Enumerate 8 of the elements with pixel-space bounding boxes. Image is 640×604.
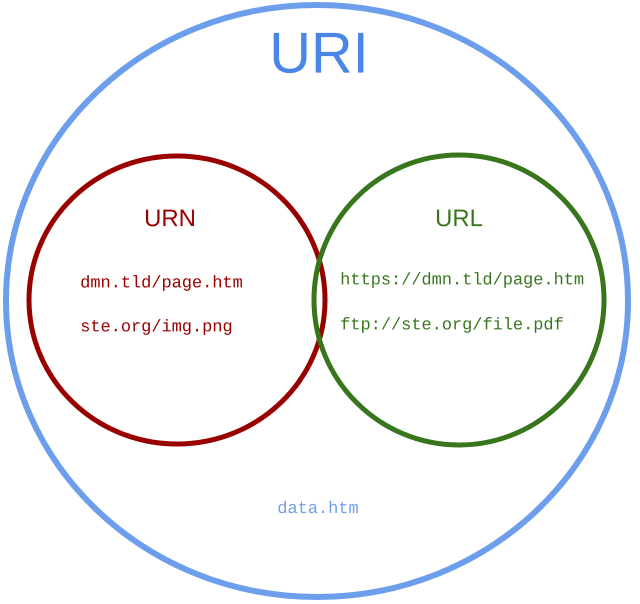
example-address: ftp://ste.org/file.pdf <box>341 317 563 333</box>
example-address: dmn.tld/page.htm <box>81 275 242 291</box>
set-title: URL <box>436 210 482 226</box>
example-address: https://dmn.tld/page.htm <box>342 272 584 288</box>
example-address: ste.org/img.png <box>82 319 232 335</box>
set-title: URN <box>146 210 194 226</box>
set-title: URI <box>274 32 364 74</box>
example-address: data.htm <box>278 500 358 514</box>
